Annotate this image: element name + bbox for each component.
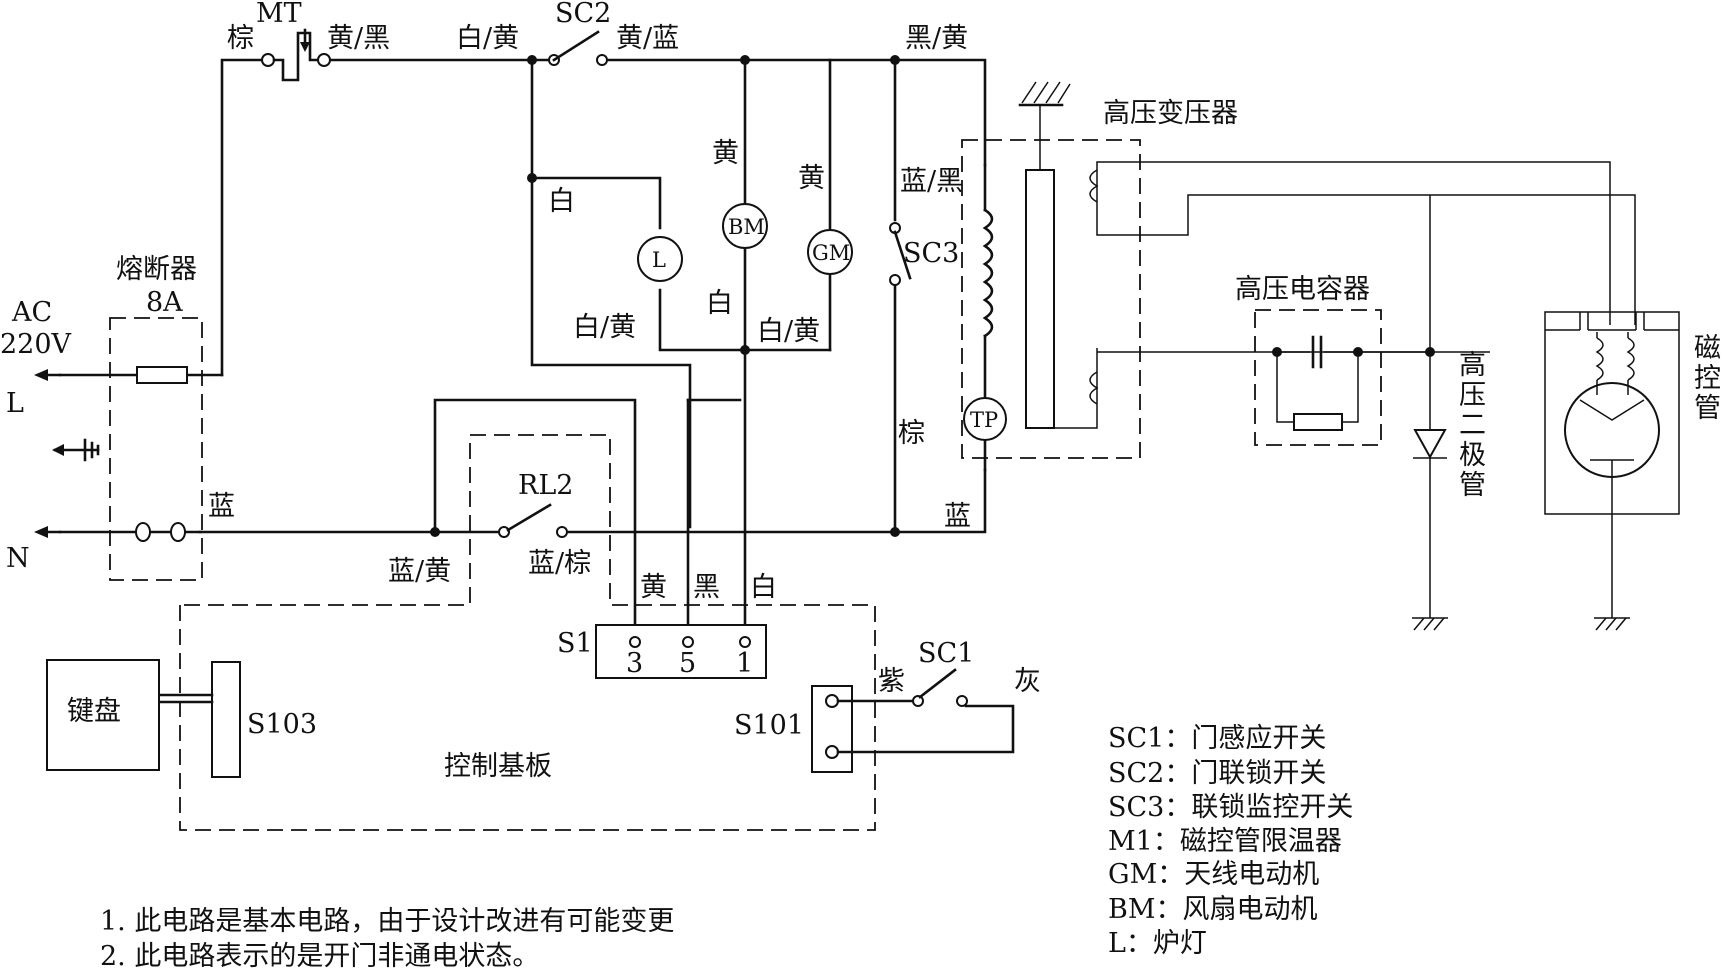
sc3-switch xyxy=(889,222,912,286)
label-fuse-title: 熔断器 xyxy=(116,254,197,285)
wire-rl2-right: 蓝/棕 xyxy=(528,548,591,579)
mt-thermal-protector xyxy=(261,28,331,82)
hv-diode xyxy=(1412,195,1448,631)
wire-gm-top: 黄 xyxy=(798,163,825,194)
wire-mt-left: 棕 xyxy=(227,23,254,54)
label-hv-capacitor: 高压电容器 xyxy=(1235,274,1370,305)
wire-top-right: 黑/黄 xyxy=(905,23,968,54)
wire-s1-yellow: 黄 xyxy=(640,572,667,603)
wire-sc3-bottom: 棕 xyxy=(898,418,925,449)
legend-item: SC3：联锁监控开关 xyxy=(1108,792,1353,823)
legend-item: L：炉灯 xyxy=(1108,928,1207,959)
label-magnetron: 磁控管 xyxy=(1689,333,1720,423)
wire-mt-right: 黄/黑 xyxy=(327,23,390,54)
label-sc1: SC1 xyxy=(918,638,974,669)
lamp xyxy=(637,236,683,282)
label-hv-diode: 高压二极管 xyxy=(1454,350,1485,500)
wiring xyxy=(34,58,987,627)
label-pin1: 1 xyxy=(736,648,753,679)
note-item: 2. 此电路表示的是开门非通电状态。 xyxy=(100,941,539,972)
label-ac: AC xyxy=(11,297,52,328)
note-item: 1. 此电路是基本电路，由于设计改进有可能变更 xyxy=(100,906,674,937)
label-s101: S101 xyxy=(734,710,804,741)
wire-gm-bottom: 白/黄 xyxy=(757,316,820,347)
label-pin5: 5 xyxy=(679,648,696,679)
hv-capacitor xyxy=(1254,309,1430,446)
magnetron xyxy=(1544,311,1680,631)
label-voltage: 220V xyxy=(0,329,72,360)
control-board xyxy=(46,434,1015,831)
label-gm: GM xyxy=(812,241,850,265)
label-sc3: SC3 xyxy=(903,238,959,269)
wire-bm-bottom: 白 xyxy=(706,288,733,319)
component-labels: MT SC2 SC3 SC1 RL2 L BM GM TP 熔断器 8A AC … xyxy=(0,0,1370,782)
sc2-switch xyxy=(548,30,608,66)
label-hv-transformer: 高压变压器 xyxy=(1103,98,1238,129)
notes: 1. 此电路是基本电路，由于设计改进有可能变更 2. 此电路表示的是开门非通电状… xyxy=(100,906,674,972)
label-line-l: L xyxy=(6,388,24,419)
label-rl2: RL2 xyxy=(518,470,573,501)
label-tp: TP xyxy=(970,408,998,432)
legend-item: BM：风扇电动机 xyxy=(1108,894,1318,925)
label-lamp: L xyxy=(652,248,666,272)
label-s103: S103 xyxy=(247,709,317,740)
bm-fan-motor xyxy=(722,203,768,249)
wire-lamp-top: 白 xyxy=(548,186,575,217)
hv-transformer xyxy=(961,81,1636,472)
legend-item: SC1：门感应开关 xyxy=(1108,723,1326,754)
wire-sc3-top: 蓝/黑 xyxy=(900,166,963,197)
wire-color-labels: 棕 黄/黑 白/黄 黄/蓝 黑/黄 黄 黄 白 蓝/黑 白/黄 白 白/黄 棕 … xyxy=(208,23,1041,697)
legend: SC1：门感应开关 SC2：门联锁开关 SC3：联锁监控开关 M1：磁控管限温器… xyxy=(1108,723,1353,959)
wire-sc2-right: 黄/蓝 xyxy=(616,23,679,54)
wire-s1-white: 白 xyxy=(750,572,777,603)
label-keyboard: 键盘 xyxy=(67,696,121,727)
label-mt: MT xyxy=(256,0,302,29)
legend-item: SC2：门联锁开关 xyxy=(1108,758,1326,789)
legend-item: M1：磁控管限温器 xyxy=(1108,826,1342,857)
wire-n-right: 蓝 xyxy=(944,501,971,532)
label-pin3: 3 xyxy=(626,648,643,679)
label-fuse-rating: 8A xyxy=(146,287,183,318)
vertical-labels: 高压二极管 磁控管 xyxy=(1454,333,1720,500)
wire-sc1-right: 灰 xyxy=(1014,666,1041,697)
wire-s1-black: 黑 xyxy=(693,572,720,603)
fuse-box xyxy=(52,317,203,581)
gm-antenna-motor xyxy=(807,229,853,275)
label-bm: BM xyxy=(728,215,765,239)
wire-rl2-left: 蓝/黄 xyxy=(388,556,451,587)
label-sc2: SC2 xyxy=(555,0,611,29)
wire-bm-top: 黄 xyxy=(712,138,739,169)
junctions xyxy=(430,55,1435,537)
label-line-n: N xyxy=(6,543,30,574)
legend-item: GM：天线电动机 xyxy=(1108,859,1319,890)
wire-sc2-left: 白/黄 xyxy=(456,23,519,54)
wire-sc1-left: 紫 xyxy=(878,666,905,697)
wire-n-top: 蓝 xyxy=(208,491,235,522)
wire-lamp-bottom: 白/黄 xyxy=(573,312,636,343)
label-s1: S1 xyxy=(557,628,593,659)
rl2-relay xyxy=(498,503,568,538)
label-control-board: 控制基板 xyxy=(444,751,552,782)
